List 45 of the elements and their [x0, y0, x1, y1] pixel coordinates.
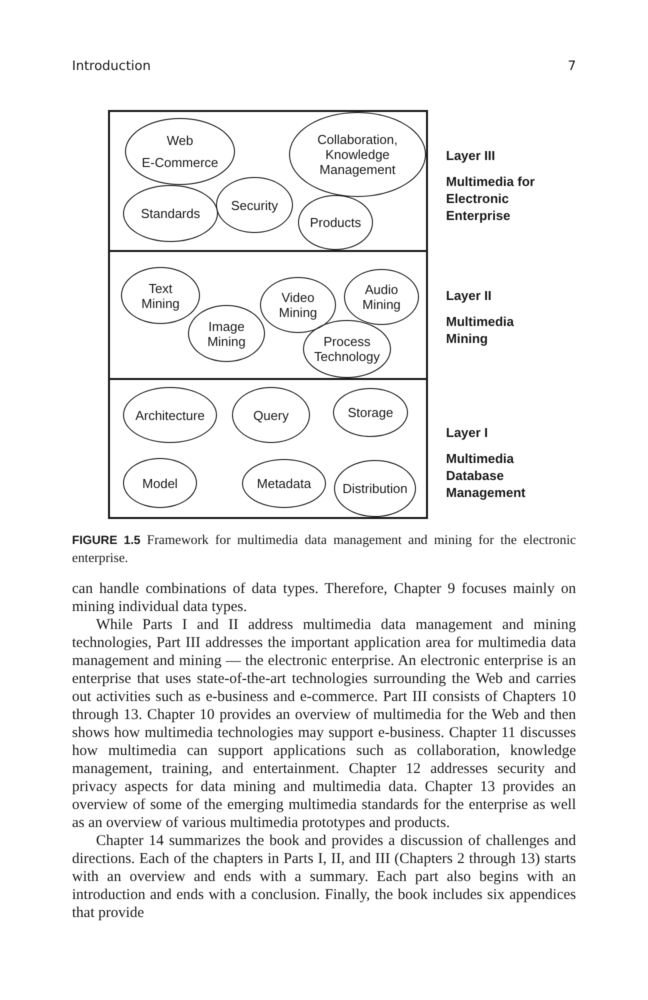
topic-label: Architecture	[135, 408, 205, 422]
layer-description: Multimedia Database Management	[446, 450, 526, 501]
layer-heading: Layer II	[446, 287, 493, 304]
topic-ellipse	[232, 387, 310, 443]
topic-label: Web	[166, 133, 194, 148]
topic-label: Audio Mining	[362, 282, 401, 312]
topic-ellipse	[242, 459, 326, 508]
page-number: 7	[568, 59, 576, 75]
topic-label: Distribution	[342, 481, 408, 496]
topic-ellipse	[260, 277, 336, 333]
topic-label: Security	[231, 198, 278, 212]
topic-ellipse	[121, 267, 200, 324]
layer-heading: Layer I	[446, 424, 489, 441]
topic-label: Products	[310, 215, 362, 230]
topic-ellipse	[333, 388, 408, 437]
topic-ellipse	[303, 320, 391, 378]
topic-label: Model	[142, 476, 178, 490]
topic-label: E-Commerce	[142, 155, 218, 170]
topic-ellipse	[334, 460, 416, 517]
topic-ellipse	[125, 118, 235, 185]
body-paragraph: While Parts I and II address multimedia data management and mining technologies, Part III addresses the important application area for multimedia data management and mining — the electronic enterprise. An electronic enterprise is an enterprise that uses state-of-the-art technologies surrounding the Web and carries out activities such as e-business and e-commerce. Part III consists of Chapters 10 through 13. Chapter 10 provides an overview of multimedia for the Web and then shows how multimedia technologies may support e-business. Chapter 11 discusses how multimedia can support applications such as collaboration, knowledge management, training, and entertainment. Chapter 12 addresses security and privacy aspects for data mining and multimedia data. Chapter 13 provides an overview of some of the emerging multimedia standards for the enterprise as well as an overview of various multimedia prototypes and products.	[72, 616, 576, 832]
topic-ellipse	[344, 269, 419, 325]
layer-heading: Layer III	[446, 147, 496, 164]
topic-label: Process Technology	[314, 334, 380, 364]
layer-description: Multimedia for Electronic Enterprise	[446, 173, 536, 224]
topic-ellipse	[123, 185, 218, 242]
topic-label: Text Mining	[141, 280, 180, 310]
topic-ellipse	[123, 387, 217, 443]
topic-ellipse	[216, 177, 293, 233]
topic-label: Video Mining	[278, 290, 318, 320]
topic-label: Metadata	[256, 476, 312, 491]
figure-caption: FIGURE 1.5 Framework for multimedia data management and mining for the electronic enterprise.	[72, 531, 576, 566]
topic-label: Standards	[140, 206, 200, 221]
body-paragraph: Chapter 14 summarizes the book and provides a discussion of challenges and directions. Each of the chapters in Parts I, II, and III (Chapters 2 through 13) starts with an overview and ends with a summary. Each part also begins with an introduction and ends with a conclusion. Finally, the book includes six appendices that provide	[72, 832, 576, 922]
topic-ellipse	[298, 195, 373, 250]
topic-label: Image Mining	[207, 318, 246, 348]
running-header: Introduction	[72, 59, 151, 75]
topic-ellipse	[188, 305, 265, 362]
body-paragraph: can handle combinations of data types. Therefore, Chapter 9 focuses mainly on mining individual data types.	[72, 580, 576, 616]
topic-ellipse	[289, 112, 426, 197]
topic-label: Storage	[348, 405, 394, 420]
layer-description: Multimedia Mining	[446, 313, 515, 347]
topic-label: Collaboration, Knowledge Management	[317, 132, 398, 177]
topic-label: Query	[253, 408, 289, 422]
topic-ellipse	[123, 458, 197, 508]
